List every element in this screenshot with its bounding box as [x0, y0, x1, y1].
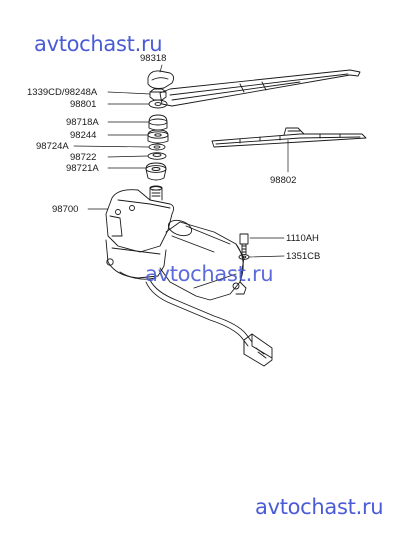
mounting-bolt [239, 233, 249, 255]
pivot-cap [148, 114, 168, 131]
wiper-blade [211, 127, 367, 148]
pivot-grommet [145, 162, 167, 181]
wiper-arm [159, 69, 361, 107]
label-98802: 98802 [270, 175, 297, 186]
pivot-washer [148, 143, 166, 151]
label-98721a: 98721A [66, 163, 99, 174]
label-98722: 98722 [70, 152, 97, 163]
watermark-middle: avtochast.ru [145, 262, 274, 286]
arm-nut [149, 88, 167, 101]
label-1339cd-98248a: 1339CD/98248A [27, 87, 98, 98]
leader-lines [73, 64, 289, 258]
label-98244: 98244 [70, 130, 97, 141]
pivot-nut [147, 129, 169, 144]
label-98801: 98801 [70, 99, 97, 110]
wiper-motor [105, 185, 273, 367]
label-98724a: 98724A [36, 141, 69, 152]
label-1351cb: 1351CB [286, 251, 321, 262]
label-1110ah: 1110AH [286, 233, 319, 244]
arm-washer [148, 99, 168, 109]
arm-cap [147, 70, 175, 89]
watermark-top: avtochast.ru [34, 32, 163, 56]
pivot-seal [147, 152, 167, 160]
label-98700: 98700 [52, 204, 79, 215]
watermark-bottom: avtochast.ru [255, 495, 384, 519]
label-98718a: 98718A [66, 117, 99, 128]
label-98318: 98318 [140, 53, 167, 64]
